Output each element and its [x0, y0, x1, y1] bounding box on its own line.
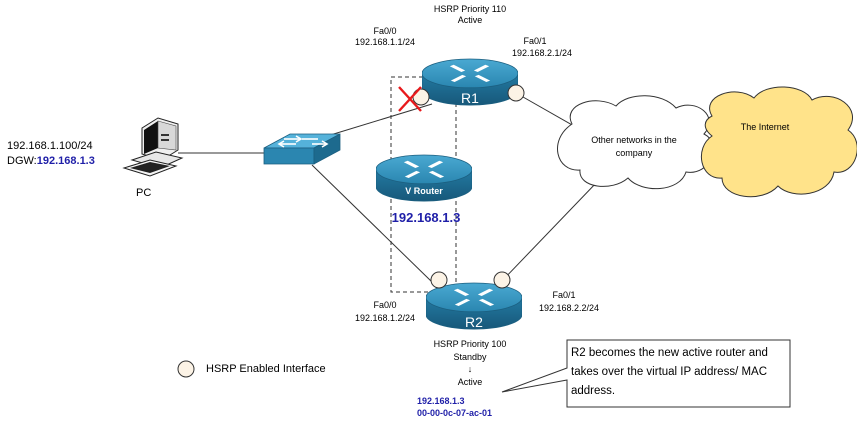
r1-fa01-interface [507, 84, 525, 102]
internet-cloud-label: The Internet [740, 122, 790, 132]
r2-fa01-name: Fa0/1 [552, 290, 576, 300]
vrouter-ip: 192.168.1.3 [391, 210, 461, 225]
r2-fa01-ip: 192.168.2.2/24 [538, 303, 600, 313]
legend-circle [177, 360, 195, 378]
company-cloud-label-line2: company [615, 148, 653, 158]
r2-fa00-ip: 192.168.1.2/24 [354, 313, 416, 323]
legend-label: HSRP Enabled Interface [206, 363, 326, 375]
company-cloud-label-line1: Other networks in the [591, 135, 677, 145]
r1-fa01-name: Fa0/1 [523, 36, 547, 46]
r2-virtual-mac: 00-00-0c-07-ac-01 [417, 408, 493, 418]
r2-state-before: Standby [453, 352, 487, 362]
r2-fa00-name: Fa0/0 [373, 300, 397, 310]
r1-name: R1 [461, 90, 479, 106]
r2-virtual-ip: 192.168.1.3 [417, 396, 465, 406]
switch-icon [263, 133, 341, 165]
r2-priority: HSRP Priority 100 [433, 339, 507, 349]
failure-x-icon [398, 86, 422, 112]
r1-fa00-name: Fa0/0 [373, 26, 397, 36]
r1-state: Active [457, 15, 483, 25]
pc-dgw: DGW:192.168.1.3 [7, 155, 95, 168]
interface-circles [177, 84, 525, 378]
pc-dgw-label: DGW: [7, 155, 37, 167]
pc-dgw-value: 192.168.1.3 [36, 155, 95, 167]
r1-fa00-ip: 192.168.1.1/24 [354, 37, 416, 47]
link-r2-company [499, 180, 599, 284]
pc-ip: 192.168.1.100/24 [7, 140, 93, 152]
vrouter-name: V Router [405, 186, 443, 196]
callout-box [501, 339, 791, 408]
pc-icon [122, 117, 184, 177]
r2-fa00-interface [430, 271, 448, 289]
r2-fa01-interface [493, 271, 511, 289]
internet-cloud [701, 86, 857, 198]
r2-state-arrow: ↓ [467, 364, 473, 374]
r1-priority: HSRP Priority 110 [433, 4, 507, 14]
link-switch-r2 [311, 164, 433, 283]
pc-label: PC [136, 187, 152, 199]
r2-name: R2 [465, 314, 483, 330]
callout-text: R2 becomes the new active router and tak… [571, 347, 768, 397]
r2-state-after: Active [457, 377, 483, 387]
r1-fa01-ip: 192.168.2.1/24 [511, 48, 573, 58]
